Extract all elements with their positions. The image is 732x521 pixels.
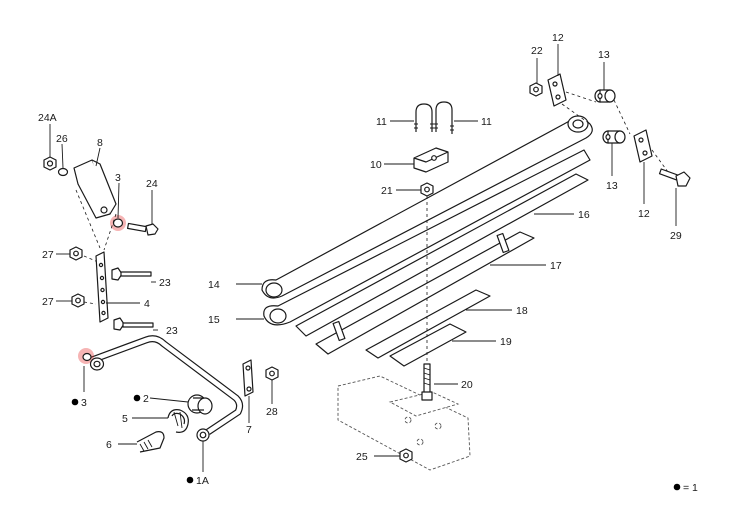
label-6: 6	[106, 439, 112, 451]
label-23-lower: 23	[166, 325, 178, 337]
label-23-upper: 23	[159, 277, 171, 289]
label-12-lower: 12	[638, 208, 650, 220]
axle-housing-outline-icon	[337, 375, 471, 471]
leader-3a	[117, 182, 120, 219]
part-24-bolt-icon	[127, 222, 159, 236]
leader-26	[61, 143, 64, 169]
stabilizer-bar-icon	[90, 335, 244, 435]
guide-line-f	[613, 99, 631, 135]
part-18-leaf-icon	[365, 289, 491, 359]
part-22-nut-icon	[529, 82, 543, 97]
part-20-center-bolt-icon	[421, 363, 433, 401]
guide-line-d	[83, 301, 97, 305]
part-26-washer-icon	[57, 167, 69, 177]
label-17: 17	[550, 260, 562, 272]
part-19-leaf-icon	[389, 323, 467, 367]
label-19: 19	[500, 336, 512, 348]
label-21: 21	[381, 185, 393, 197]
part-12-shackle-plate-upper-icon	[547, 73, 567, 107]
part-6-u-bolt-icon	[136, 431, 165, 453]
guide-line-c	[83, 255, 99, 263]
part-24A-nut-icon	[43, 156, 57, 171]
label-10: 10	[370, 159, 382, 171]
part-23-bolt-upper-icon	[111, 267, 152, 281]
part-23-bolt-lower-icon	[113, 317, 154, 331]
part-27-nut-upper-icon	[69, 246, 83, 261]
leader-2	[149, 397, 189, 403]
label-12-upper: 12	[552, 32, 564, 44]
guide-line-b	[103, 213, 117, 251]
label-8: 8	[97, 137, 103, 149]
part-28-nut-icon	[265, 366, 279, 381]
label-16: 16	[578, 209, 590, 221]
part-16-leaf-icon	[295, 173, 589, 337]
part-1A-end-bushing-icon	[196, 428, 210, 442]
part-3-bar-bushing-icon	[78, 348, 105, 371]
part-4-plate-icon	[95, 251, 109, 323]
part-29-bolt-icon	[658, 168, 691, 187]
marker-dot-3	[71, 398, 79, 406]
marker-dot-2	[133, 394, 141, 402]
label-14: 14	[208, 279, 220, 291]
label-15: 15	[208, 314, 220, 326]
marker-dot-1A	[186, 476, 194, 484]
label-4: 4	[144, 298, 150, 310]
label-29: 29	[670, 230, 682, 242]
part-12-shackle-plate-lower-icon	[633, 129, 653, 163]
guide-line-a	[75, 189, 101, 249]
part-3-bushing-icon	[110, 215, 126, 231]
label-3-lower: 3	[81, 397, 87, 409]
label-1A: 1A	[196, 475, 209, 487]
label-22: 22	[531, 45, 543, 57]
part-8-bracket-icon	[73, 159, 117, 219]
label-13-lower: 13	[606, 180, 618, 192]
part-13-bushing-upper-icon	[594, 89, 616, 103]
part-2-rubber-bushing-icon	[187, 394, 213, 415]
legend-dot	[673, 483, 681, 491]
label-26: 26	[56, 133, 68, 145]
guide-line-e	[561, 91, 597, 125]
label-11-right: 11	[481, 116, 492, 128]
part-17-leaf-icon	[315, 231, 535, 355]
leader-8	[95, 147, 101, 167]
label-20: 20	[461, 379, 473, 391]
part-5-clamp-icon	[167, 409, 189, 433]
legend-text: = 1	[683, 482, 698, 494]
label-5: 5	[122, 413, 128, 425]
label-2: 2	[143, 393, 149, 405]
label-7: 7	[246, 424, 252, 436]
label-25: 25	[356, 451, 368, 463]
part-25-nut-icon	[399, 448, 413, 463]
part-15-second-leaf-icon	[263, 149, 591, 326]
part-27-nut-lower-icon	[71, 293, 85, 308]
part-10-saddle-icon	[413, 147, 449, 173]
label-11-left: 11	[376, 116, 387, 128]
label-27-lower: 27	[42, 296, 54, 308]
part-7-link-icon	[242, 359, 254, 397]
label-24: 24	[146, 178, 158, 190]
label-3-upper: 3	[115, 172, 121, 184]
part-21-nut-icon	[420, 182, 434, 197]
part-13-bushing-lower-icon	[602, 130, 626, 144]
label-13-upper: 13	[598, 49, 610, 61]
guide-line-g	[651, 149, 669, 173]
label-24A: 24A	[38, 112, 57, 124]
label-28: 28	[266, 406, 278, 418]
label-18: 18	[516, 305, 528, 317]
label-27-upper: 27	[42, 249, 54, 261]
part-11-u-bolts-icon	[414, 101, 454, 134]
